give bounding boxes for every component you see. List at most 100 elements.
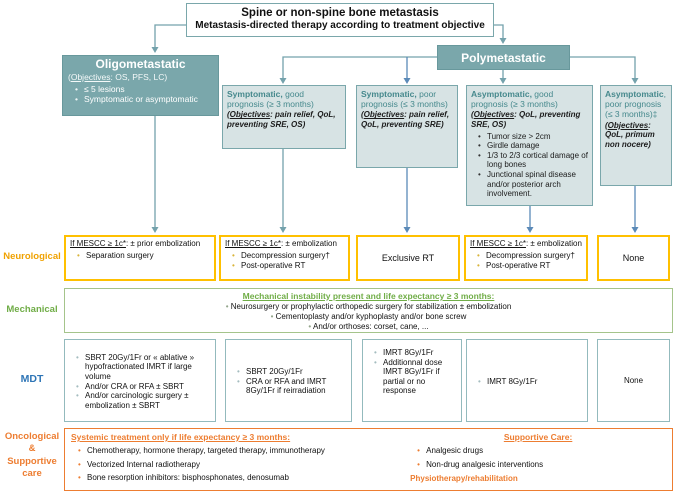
supportive-care-bullets: Analgesic drugsNon-drug analgesic interv…	[410, 446, 666, 469]
objectives-rest: : QoL, preventing SRE, OS)	[471, 110, 581, 129]
objectives-rest: : QoL, primum non nocere)	[605, 120, 655, 149]
bullet-item: Neurosurgery or prophylactic orthopedic …	[65, 302, 672, 312]
branch-title: Symptomatic, poor prognosis (≤ 3 months)	[361, 89, 453, 109]
mescc-rest: : ± embolization	[280, 239, 337, 248]
mdt-box-symptomatic-good: SBRT 20Gy/1FrCRA or RFA and IMRT 8Gy/1Fr…	[225, 339, 352, 422]
neurological-box-asymptomatic-poor: None	[597, 235, 670, 281]
objectives-label: Objectives	[473, 110, 515, 120]
branch-objectives: (Objectives: pain relief, QoL, preventin…	[361, 110, 453, 129]
bullet-item: And/or CRA or RFA ± SBRT	[76, 382, 211, 392]
neurological-box-oligo: If MESCC ≥ 1c*: ± prior embolization Sep…	[64, 235, 216, 281]
bullet-item: CRA or RFA and IMRT 8Gy/1Fr if reirradia…	[237, 377, 347, 396]
bullet-item: Girdle damage	[478, 141, 588, 151]
row-label-line: &	[28, 443, 36, 455]
branch-criteria-bullets: Tumor size > 2cmGirdle damage1/3 to 2/3 …	[471, 132, 588, 199]
mescc-heading: If MESCC ≥ 1c*: ± embolization	[225, 239, 344, 249]
mdt-box-asymptomatic-good: IMRT 8Gy/1Fr	[466, 339, 588, 422]
title-line2: Metastasis-directed therapy according to…	[195, 20, 485, 32]
bullet-item: Separation surgery	[77, 251, 210, 261]
neurological-box-asymptomatic-good: If MESCC ≥ 1c*: ± embolization Decompres…	[464, 235, 588, 281]
objectives-prefix: (	[227, 110, 230, 120]
bullet-item: Decompression surgery†	[232, 251, 344, 261]
systemic-treatment-column: Systemic treatment only if life expectan…	[71, 432, 410, 487]
mescc-rest: : ± embolization	[525, 239, 582, 248]
bullet-item: Post-operative RT	[477, 261, 582, 271]
bullet-item: Non-drug analgesic interventions	[417, 460, 666, 470]
supportive-care-heading: Supportive Care:	[503, 432, 573, 442]
bullet-item: Post-operative RT	[232, 261, 344, 271]
branch-symptomatic-poor: Symptomatic, poor prognosis (≤ 3 months)…	[356, 85, 458, 168]
branch-title-bold: Symptomatic,	[361, 89, 417, 99]
branch-title-rest: poor prognosis (≤ 3 months)	[361, 89, 448, 110]
mdt-bullets: IMRT 8Gy/1Fr	[471, 377, 583, 387]
mdt-bullets: IMRT 8Gy/1FrAdditionnal dose IMRT 8Gy/1F…	[367, 348, 457, 396]
mdt-bullets: SBRT 20Gy/1Fr or « ablative » hypofracti…	[69, 353, 211, 411]
branch-title: Symptomatic, good prognosis (≥ 3 months)	[227, 89, 341, 109]
bullet-item: Analgesic drugs	[417, 446, 666, 456]
branch-title-rest: good prognosis (≥ 3 months)	[471, 89, 558, 110]
mdt-box-asymptomatic-poor: None	[597, 339, 670, 422]
mescc-condition: If MESCC ≥ 1c*	[225, 239, 281, 248]
branch-title-rest: good prognosis (≥ 3 months)	[227, 89, 314, 110]
title-box: Spine or non-spine bone metastasis Metas…	[186, 3, 494, 37]
objectives-label: Objectives	[70, 71, 111, 82]
oligometastatic-bullets: ≤ 5 lesionsSymptomatic or asymptomatic	[68, 84, 213, 105]
branch-symptomatic-good: Symptomatic, good prognosis (≥ 3 months)…	[222, 85, 346, 149]
bullet-item: SBRT 20Gy/1Fr	[237, 367, 347, 377]
mechanical-bullets: Neurosurgery or prophylactic orthopedic …	[65, 302, 672, 332]
objectives-label: Objectives	[607, 120, 649, 130]
objectives-label: Objectives	[229, 110, 271, 120]
row-label-line: care	[22, 468, 42, 480]
bullet-item: Symptomatic or asymptomatic	[75, 94, 213, 104]
none-text: None	[622, 253, 645, 263]
branch-title-rest: , poor prognosis (≤ 3 months)‡	[605, 89, 666, 120]
neurological-bullets: Decompression surgery†Post-operative RT	[470, 251, 582, 270]
bullet-item: Additionnal dose IMRT 8Gy/1Fr if partial…	[374, 358, 457, 396]
bullet-item: Vectorized Internal radiotherapy	[78, 460, 410, 470]
bullet-item: Tumor size > 2cm	[478, 132, 588, 142]
oligometastatic-title: Oligometastatic	[95, 57, 186, 71]
objectives-prefix: (	[361, 110, 364, 120]
branch-objectives: (Objectives: pain relief, QoL, preventin…	[227, 110, 341, 129]
objectives-prefix: (	[68, 71, 71, 82]
neurological-bullets: Separation surgery	[70, 251, 210, 261]
row-label-mechanical: Mechanical	[6, 304, 58, 315]
bullet-item: Decompression surgery†	[477, 251, 582, 261]
branch-title-bold: Asymptomatic,	[471, 89, 532, 99]
branch-asymptomatic-poor: Asymptomatic, poor prognosis (≤ 3 months…	[600, 85, 672, 186]
mescc-heading: If MESCC ≥ 1c*: ± embolization	[470, 239, 582, 249]
row-label-mdt: MDT	[20, 373, 44, 385]
row-label-line: Supportive	[7, 455, 57, 467]
bullet-item: IMRT 8Gy/1Fr	[478, 377, 583, 387]
polymetastatic-title: Polymetastatic	[461, 50, 546, 65]
branch-title-bold: Asymptomatic	[605, 89, 664, 99]
oncological-supportive-box: Systemic treatment only if life expectan…	[64, 428, 673, 491]
row-label-neurological: Neurological	[3, 251, 61, 262]
objectives-label: Objectives	[363, 110, 405, 120]
row-label-line: Oncological	[4, 431, 60, 442]
exclusive-rt-text: Exclusive RT	[381, 253, 435, 263]
physiotherapy-footer: Physiotherapy/rehabilitation	[410, 474, 518, 484]
neurological-box-symptomatic-poor: Exclusive RT	[356, 235, 460, 281]
polymetastatic-box: Polymetastatic	[437, 45, 570, 70]
mescc-rest: : ± prior embolization	[125, 239, 201, 248]
bullet-item: And/or orthoses: corset, cane, ...	[65, 322, 672, 332]
mechanical-heading: Mechanical instability present and life …	[242, 291, 495, 301]
objectives-rest: : pain relief, QoL, preventing SRE, OS)	[227, 110, 336, 129]
supportive-care-column: Supportive Care: Analgesic drugsNon-drug…	[410, 432, 666, 487]
branch-objectives: (Objectives: QoL, preventing SRE, OS)	[471, 110, 588, 129]
bullet-item: ≤ 5 lesions	[75, 84, 213, 94]
mescc-condition: If MESCC ≥ 1c*	[470, 239, 526, 248]
branch-title: Asymptomatic, poor prognosis (≤ 3 months…	[605, 89, 667, 120]
mdt-box-symptomatic-poor: IMRT 8Gy/1FrAdditionnal dose IMRT 8Gy/1F…	[362, 339, 462, 422]
oligometastatic-box: Oligometastatic (Objectives: OS, PFS, LC…	[62, 55, 219, 116]
branch-title-bold: Symptomatic,	[227, 89, 283, 99]
neurological-box-symptomatic-good: If MESCC ≥ 1c*: ± embolization Decompres…	[219, 235, 350, 281]
mdt-bullets: SBRT 20Gy/1FrCRA or RFA and IMRT 8Gy/1Fr…	[230, 367, 347, 396]
systemic-treatment-heading: Systemic treatment only if life expectan…	[71, 432, 291, 442]
bullet-item: 1/3 to 2/3 cortical damage of long bones	[478, 151, 588, 170]
row-label-oncological: Oncological & Supportive care	[0, 431, 64, 480]
mechanical-box: Mechanical instability present and life …	[64, 288, 673, 333]
mescc-heading: If MESCC ≥ 1c*: ± prior embolization	[70, 239, 210, 249]
